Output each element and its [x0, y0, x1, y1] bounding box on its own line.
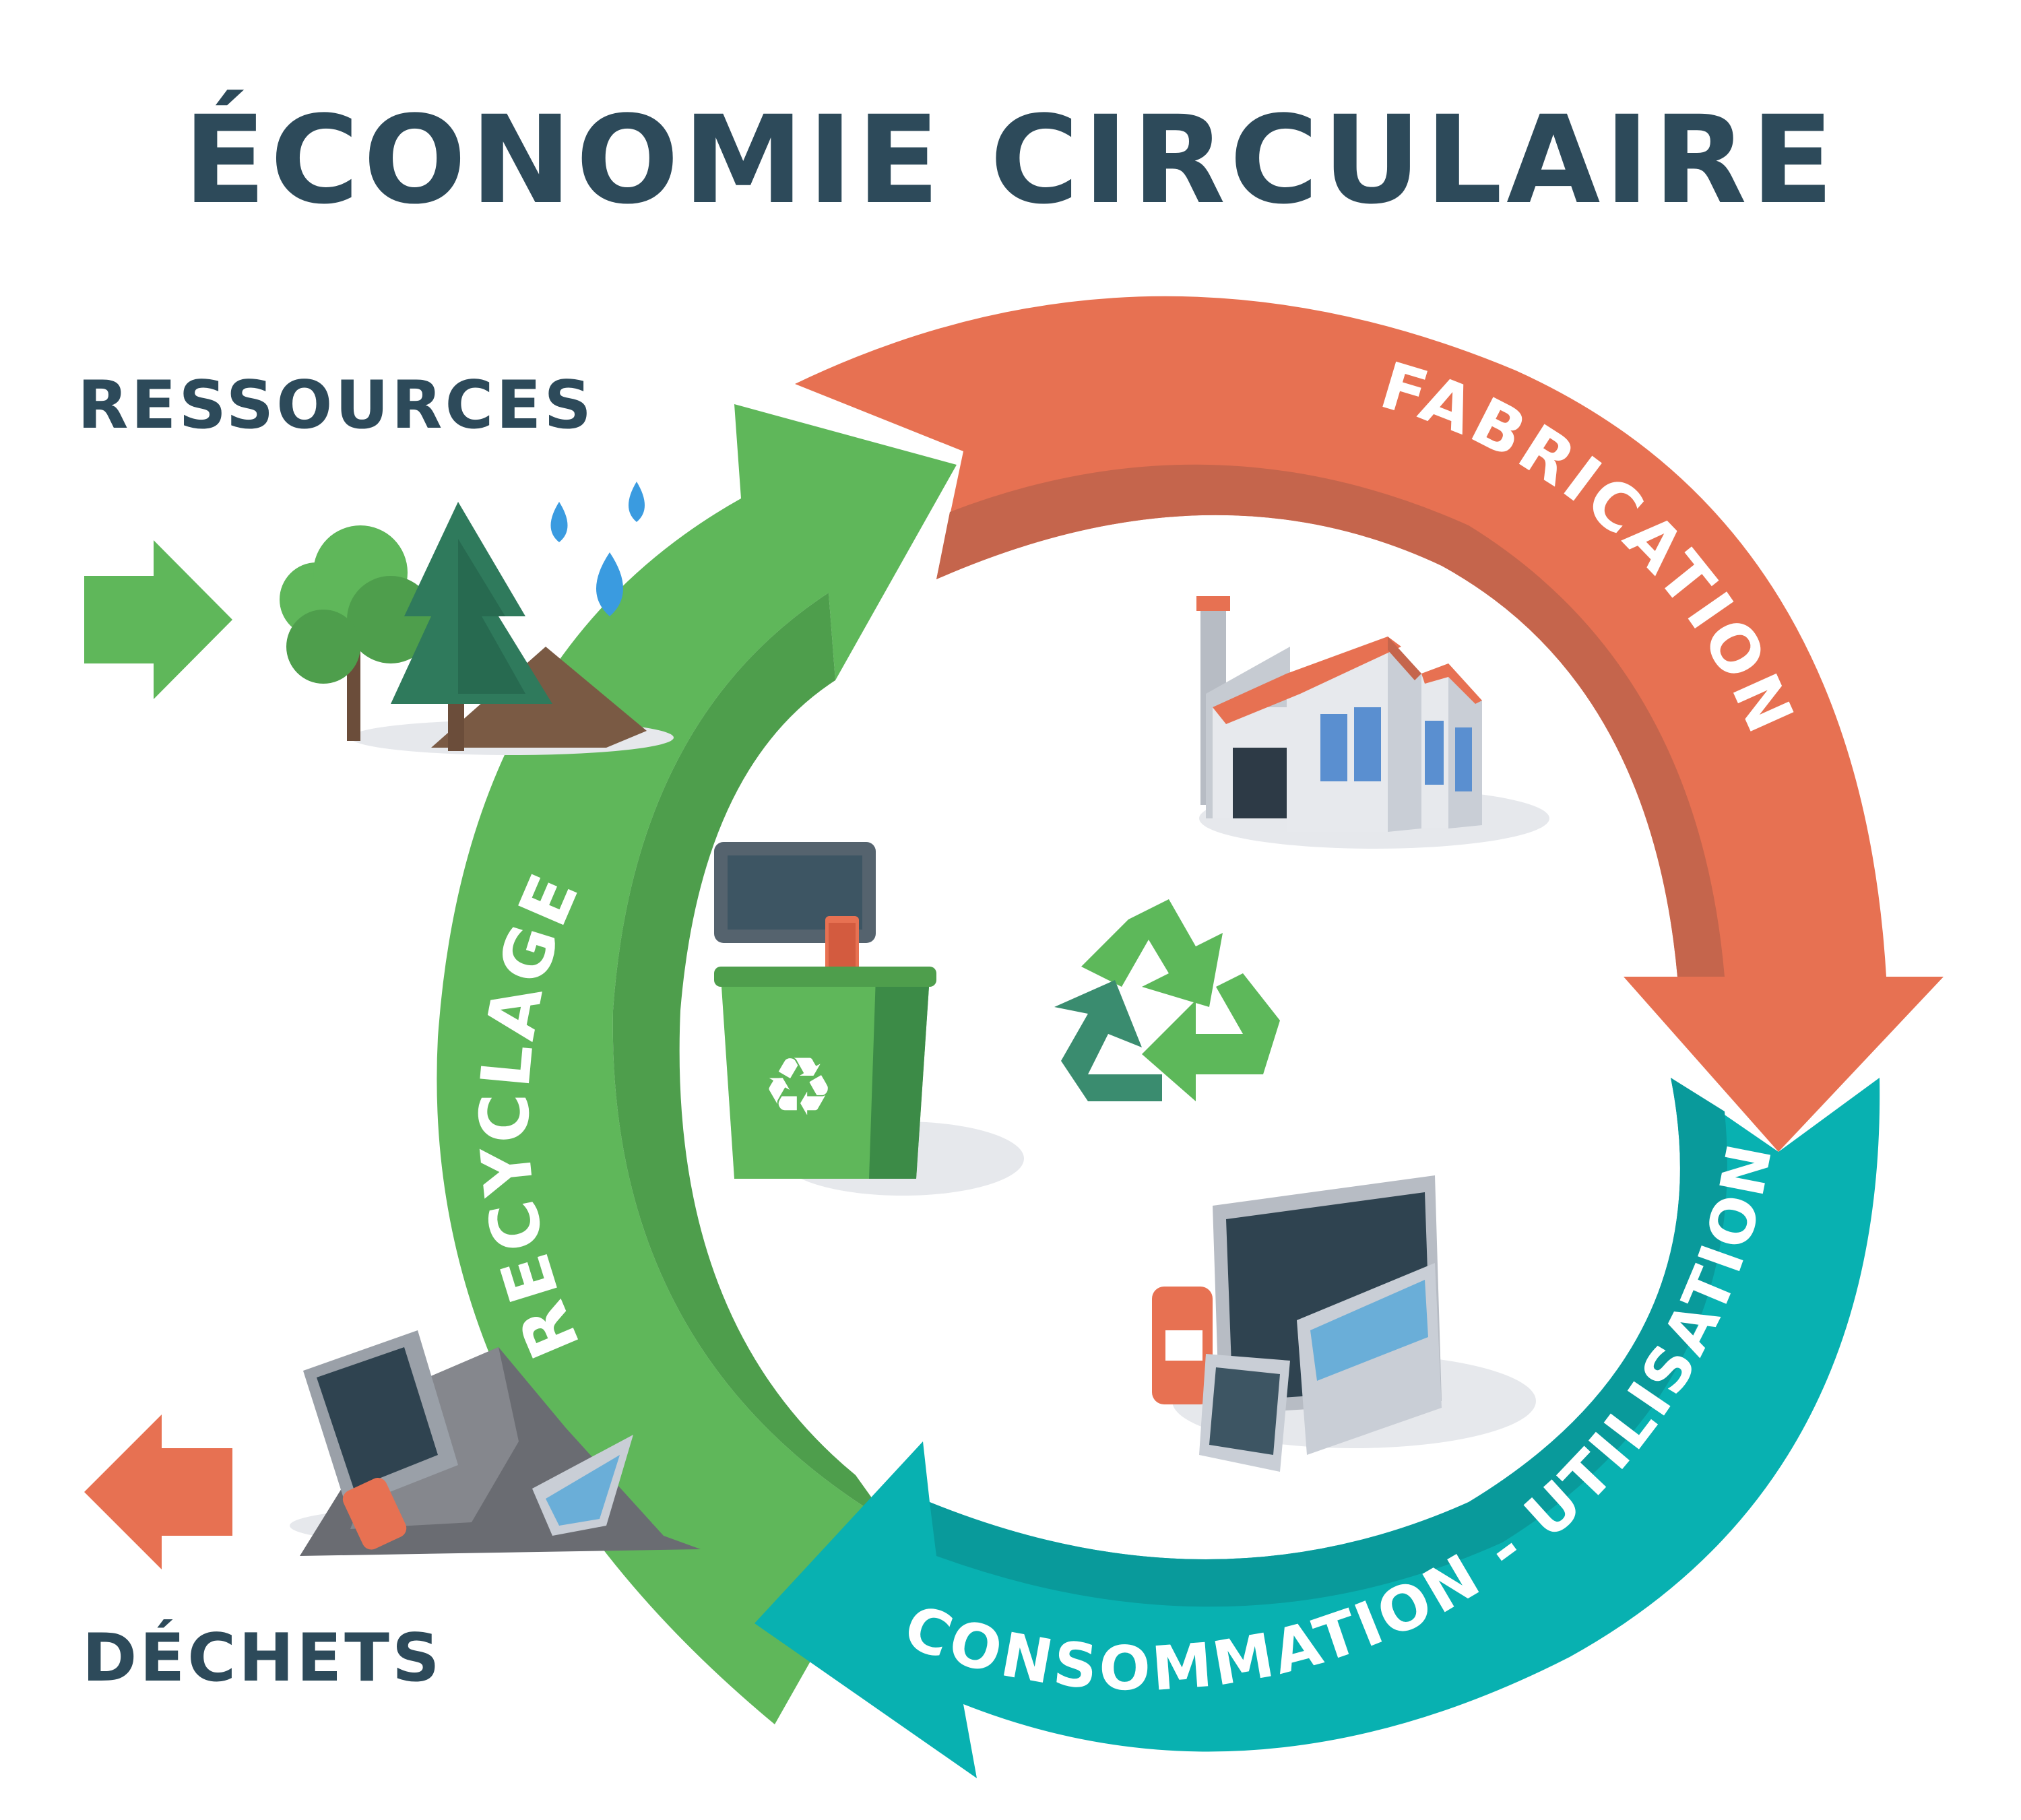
resources-label: RESSOURCES — [77, 367, 594, 444]
page-title: ÉCONOMIE CIRCULAIRE — [183, 90, 1838, 231]
resources-input-arrow — [84, 540, 232, 699]
svg-text:♻: ♻ — [762, 1041, 835, 1134]
waste-label: DÉCHETS — [82, 1619, 443, 1697]
fabrication-arrow — [795, 296, 1944, 1152]
consumer-products-icon — [1152, 1175, 1536, 1472]
waste-pile-icon — [290, 1330, 701, 1556]
recycle-symbol-icon — [1054, 899, 1280, 1101]
factory-icon — [1196, 596, 1549, 849]
recycling-bin-icon: ♻ — [714, 842, 1024, 1196]
waste-output-arrow — [84, 1415, 232, 1569]
consumption-arrow — [755, 1078, 1880, 1778]
natural-resources-icon — [280, 482, 674, 755]
